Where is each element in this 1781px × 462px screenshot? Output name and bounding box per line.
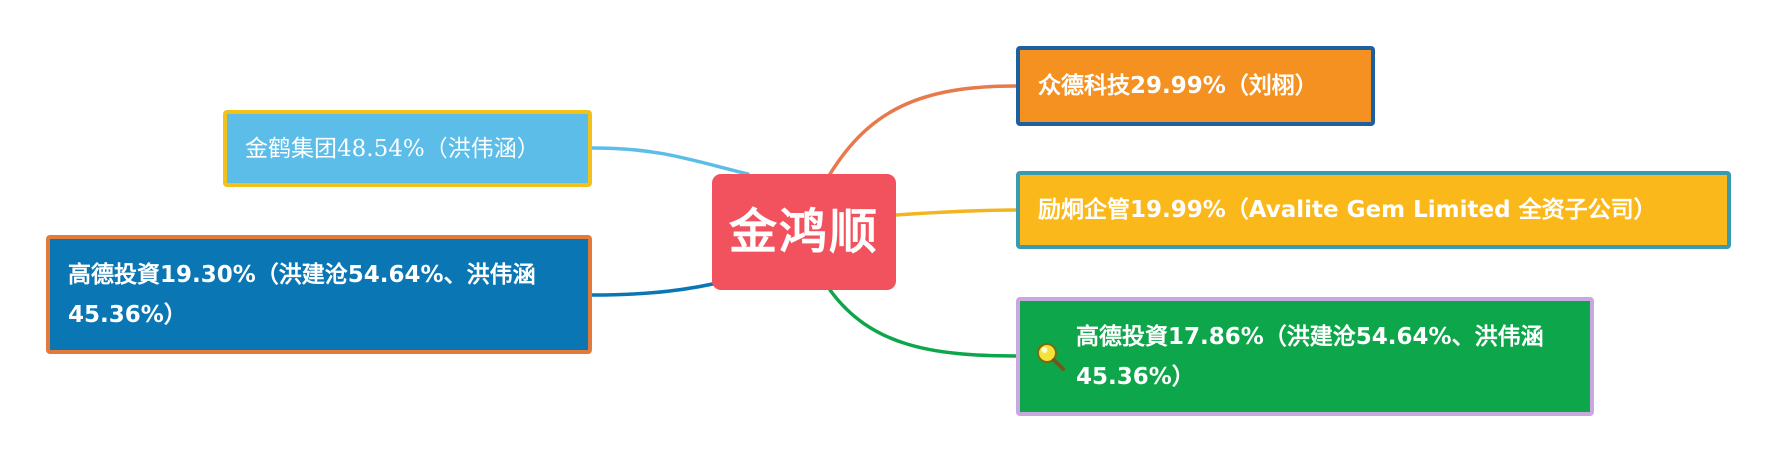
topic-left-bottom[interactable]: 高德投資19.30%（洪建沧54.64%、洪伟涵45.36%） [46, 235, 592, 354]
topic-left-top[interactable]: 金鹤集团48.54%（洪伟涵） [223, 110, 592, 187]
connector-right-1 [828, 84, 1018, 176]
connector-left-bottom [590, 278, 732, 297]
root-topic[interactable]: 金鸿顺 [712, 174, 896, 290]
topic-label: 励炯企管19.99%（Avalite Gem Limited 全资子公司） [1038, 197, 1657, 223]
topic-right-2[interactable]: 励炯企管19.99%（Avalite Gem Limited 全资子公司） [1016, 171, 1731, 249]
topic-label: 高德投資19.30%（洪建沧54.64%、洪伟涵45.36%） [68, 261, 536, 328]
connector-right-3 [828, 288, 1018, 358]
connector-right-2 [894, 208, 1018, 217]
topic-label: 金鹤集团48.54%（洪伟涵） [245, 135, 540, 162]
topic-label: 高德投資17.86%（洪建沧54.64%、洪伟涵45.36%） [1076, 323, 1544, 390]
connector-left-top [590, 146, 750, 176]
topic-right-3[interactable]: 高德投資17.86%（洪建沧54.64%、洪伟涵45.36%） [1016, 297, 1594, 416]
topic-right-1[interactable]: 众德科技29.99%（刘栩） [1016, 46, 1375, 126]
search-icon [1034, 340, 1068, 374]
topic-label: 众德科技29.99%（刘栩） [1038, 73, 1318, 99]
